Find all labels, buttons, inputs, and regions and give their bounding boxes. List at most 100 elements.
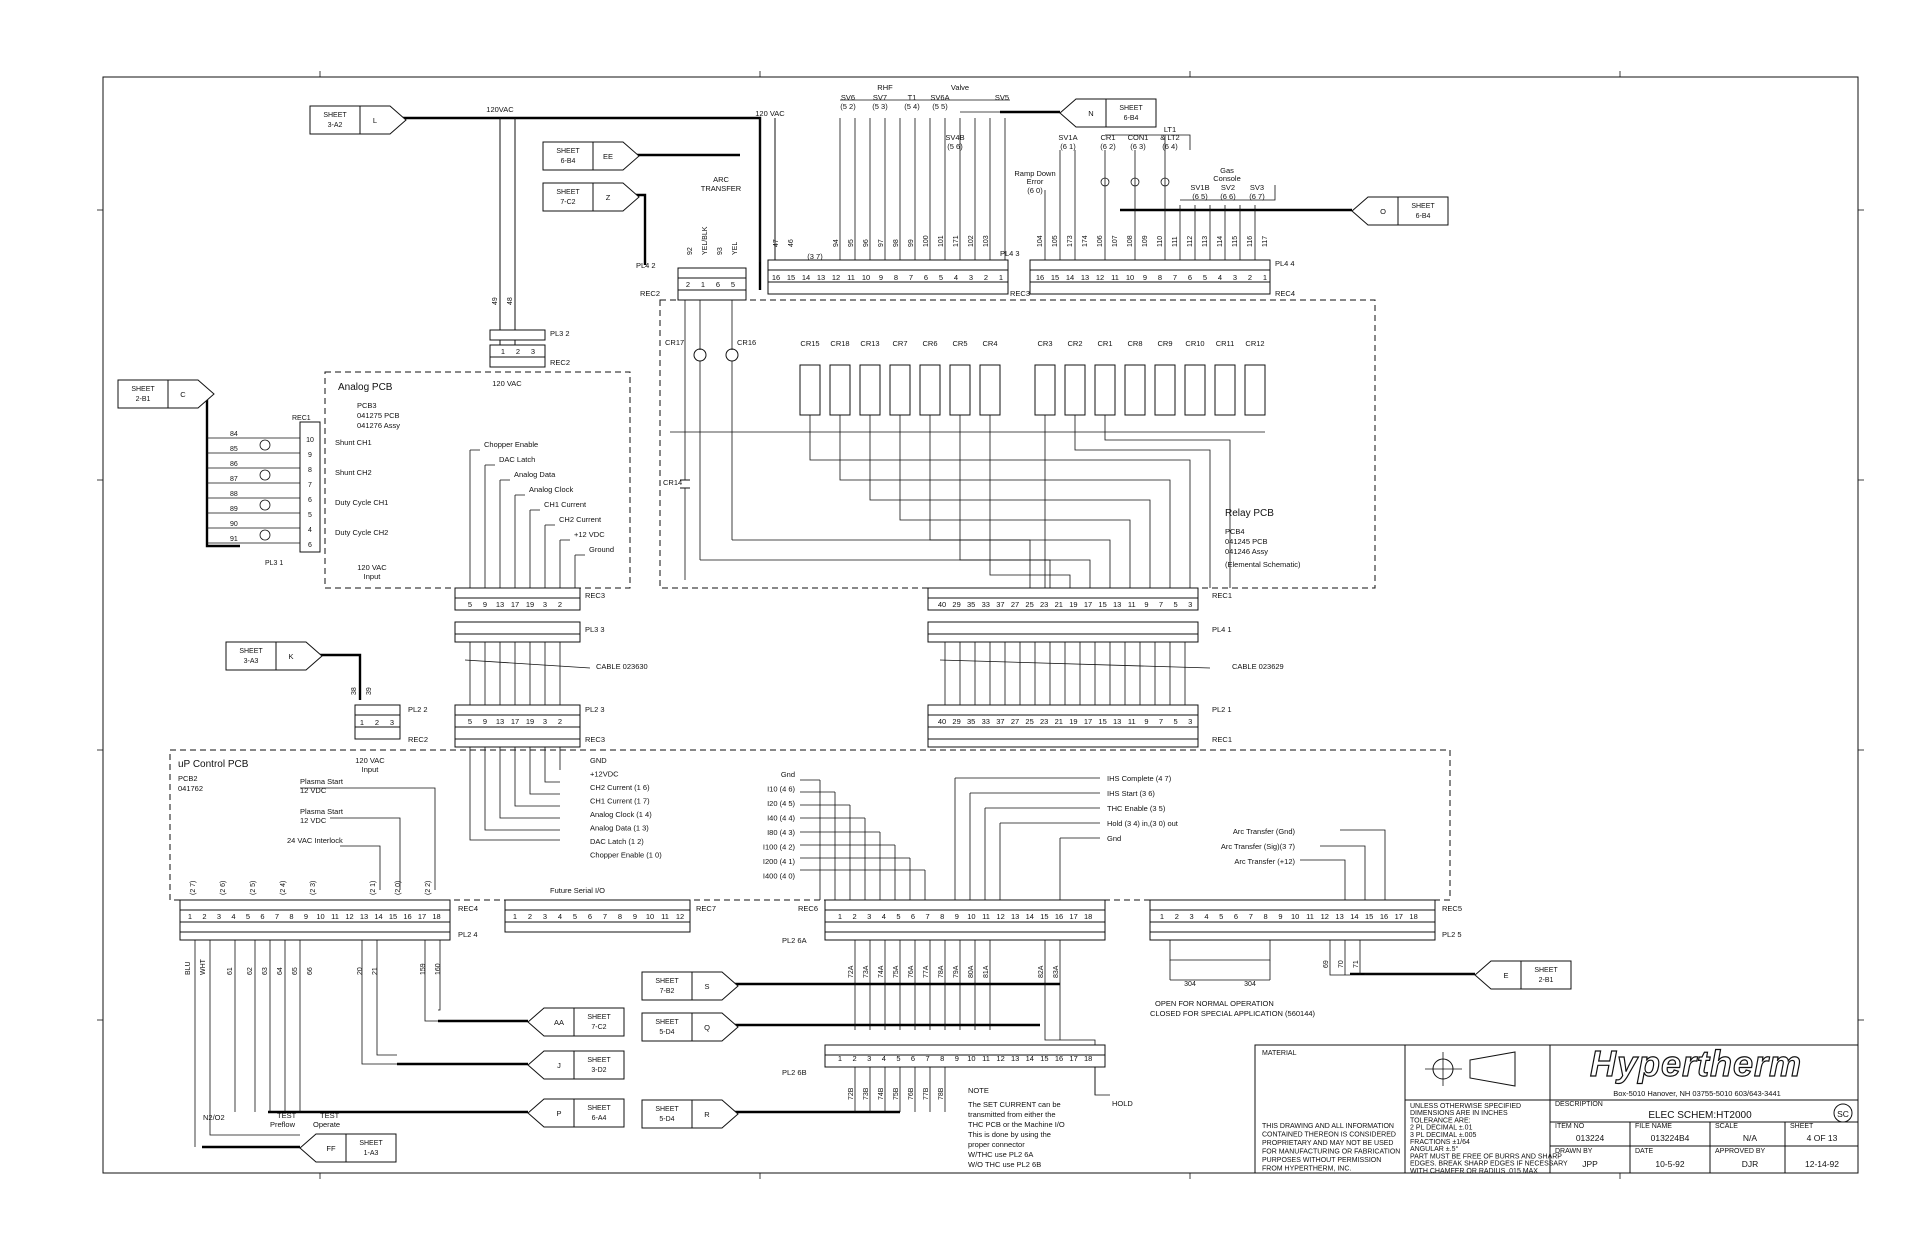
sheet-ref-tab [359, 105, 407, 135]
analog-stair-label: Ground [589, 545, 614, 554]
relay-rec1-pin: 9 [1144, 717, 1148, 726]
connector-label: REC3 [585, 735, 605, 744]
sheet-ref-code: Q [704, 1023, 710, 1032]
rec5-pin: 8 [1264, 912, 1268, 921]
voltage-label: 120 VAC [755, 109, 785, 118]
pl26b-wire: 73B [863, 1087, 870, 1100]
pl42-pin: 5 [731, 280, 735, 289]
pl42-pin: 2 [686, 280, 690, 289]
gas-console-label: Gas [1220, 166, 1234, 175]
rec4-pin: 16 [403, 912, 411, 921]
connector-label: PL3 1 [265, 560, 283, 567]
pl26a-wire: 79A [953, 965, 960, 978]
pl26a-wire: 73A [863, 965, 870, 978]
up-rec3-label: GND [590, 756, 607, 765]
pl25-wire: 71 [1353, 960, 1360, 968]
pl26b-wire: 77B [923, 1087, 930, 1100]
rec1-pin: 10 [306, 437, 314, 444]
pl43-pin: 13 [817, 273, 825, 282]
rec4-ref: (2 4) [280, 881, 287, 895]
pl26a-wire: 76A [908, 965, 915, 978]
valve-ref: (6 7) [1249, 192, 1265, 201]
pl26b-pin: 17 [1069, 1054, 1077, 1063]
relay-rec1-pin: 15 [1098, 600, 1106, 609]
valve-name: CR1 [1100, 133, 1115, 142]
relay-coil-array [670, 364, 1266, 433]
rec4-pin: 3 [217, 912, 221, 921]
rec1-pin: 7 [308, 482, 312, 489]
pl24-label: TEST [320, 1111, 340, 1120]
rec4-ref: (2 7) [190, 881, 197, 895]
rec4-ref: (2 6) [220, 881, 227, 895]
pl26b-wire: 78B [938, 1087, 945, 1100]
sheet-ref-number: 6-A4 [592, 1115, 607, 1122]
sheet-ref-word: SHEET [587, 1014, 611, 1021]
pl26a-wire: 77A [923, 965, 930, 978]
rec3-pin: 19 [526, 600, 534, 609]
pl43-wire: 94 [833, 239, 840, 247]
sheet-ref-code: J [557, 1061, 561, 1070]
up-control-pcb-outline [169, 749, 1451, 901]
valve-name: LT1 [1164, 125, 1176, 134]
connector-label: PL2 6B [782, 1068, 807, 1077]
pl44-pin: 16 [1036, 273, 1044, 282]
valve-name: SV7 [873, 93, 887, 102]
material-label: MATERIAL [1262, 1050, 1297, 1057]
cable-label: CABLE 023630 [596, 662, 648, 671]
sheet-ref-number: 1-A3 [364, 1150, 379, 1157]
pl44-pin: 7 [1173, 273, 1177, 282]
pl44-pin: 9 [1143, 273, 1147, 282]
pl43-pin: 14 [802, 273, 810, 282]
sheet-ref-code: K [288, 652, 293, 661]
title-block [1254, 1044, 1859, 1174]
pl24-wire: 20 [357, 967, 364, 975]
rec4-ref: (2 2) [425, 881, 432, 895]
pl43-wire: 102 [968, 235, 975, 247]
sheet-ref-word: SHEET [655, 1106, 679, 1113]
relay-pcb-info: 041246 Assy [1225, 547, 1268, 556]
up-rec3-label: Chopper Enable (1 0) [590, 851, 662, 860]
pl44-wire: 116 [1247, 236, 1254, 247]
rec3-pin: 17 [511, 717, 519, 726]
proprietary-line: THIS DRAWING AND ALL INFORMATION [1262, 1123, 1394, 1130]
up-signal-label: Plasma Start [300, 777, 344, 786]
rec5-pin: 15 [1365, 912, 1373, 921]
relay-name: CR4 [982, 339, 997, 348]
rec3-pin: 3 [543, 600, 547, 609]
pl44-wire: 109 [1142, 235, 1149, 247]
zone-ticks [97, 71, 1864, 1179]
sheet-ref-code: Z [606, 193, 611, 202]
pl26b-wire: 72B [848, 1087, 855, 1100]
pin-number: 1 [501, 347, 505, 356]
sheet-ref-word: SHEET [131, 386, 155, 393]
sheet-ref-box [1105, 98, 1157, 128]
relay-name: CR5 [952, 339, 967, 348]
pl44-pin: 3 [1233, 273, 1237, 282]
pl26b-pin: 11 [982, 1054, 990, 1063]
connector-label: REC6 [798, 904, 818, 913]
note-line: proper connector [968, 1140, 1025, 1149]
valve-name: SV6 [841, 93, 855, 102]
rec3-pin: 17 [511, 600, 519, 609]
pl26b-pin: 2 [853, 1054, 857, 1063]
pl26b-wire: 75B [893, 1087, 900, 1100]
pl43-pin: 5 [939, 273, 943, 282]
rec6-right-label: THC Enable (3 5) [1107, 804, 1166, 813]
pl26b-pin: 1 [838, 1054, 842, 1063]
sheet-ref-number: 3-A3 [244, 658, 259, 665]
sheet-ref-number: 6-B4 [1416, 213, 1431, 220]
pl44-pin: 11 [1111, 273, 1119, 282]
sheet-ref-number: 3-A2 [328, 122, 343, 129]
connector-label: REC2 [550, 358, 570, 367]
rec6-pin: 13 [1011, 912, 1019, 921]
hold-label: HOLD [1112, 1099, 1133, 1108]
analog-input-label: Input [364, 572, 382, 581]
pl43-pin: 15 [787, 273, 795, 282]
gas-console-label: Console [1213, 174, 1241, 183]
connector-label: PL4 2 [636, 261, 656, 270]
rec5-pin: 10 [1291, 912, 1299, 921]
up-signal-label: 24 VAC Interlock [287, 836, 343, 845]
sheet-ref-number: 6-B4 [561, 158, 576, 165]
rec6-left-label: I100 (4 2) [763, 843, 796, 852]
relay-name: CR8 [1127, 339, 1142, 348]
